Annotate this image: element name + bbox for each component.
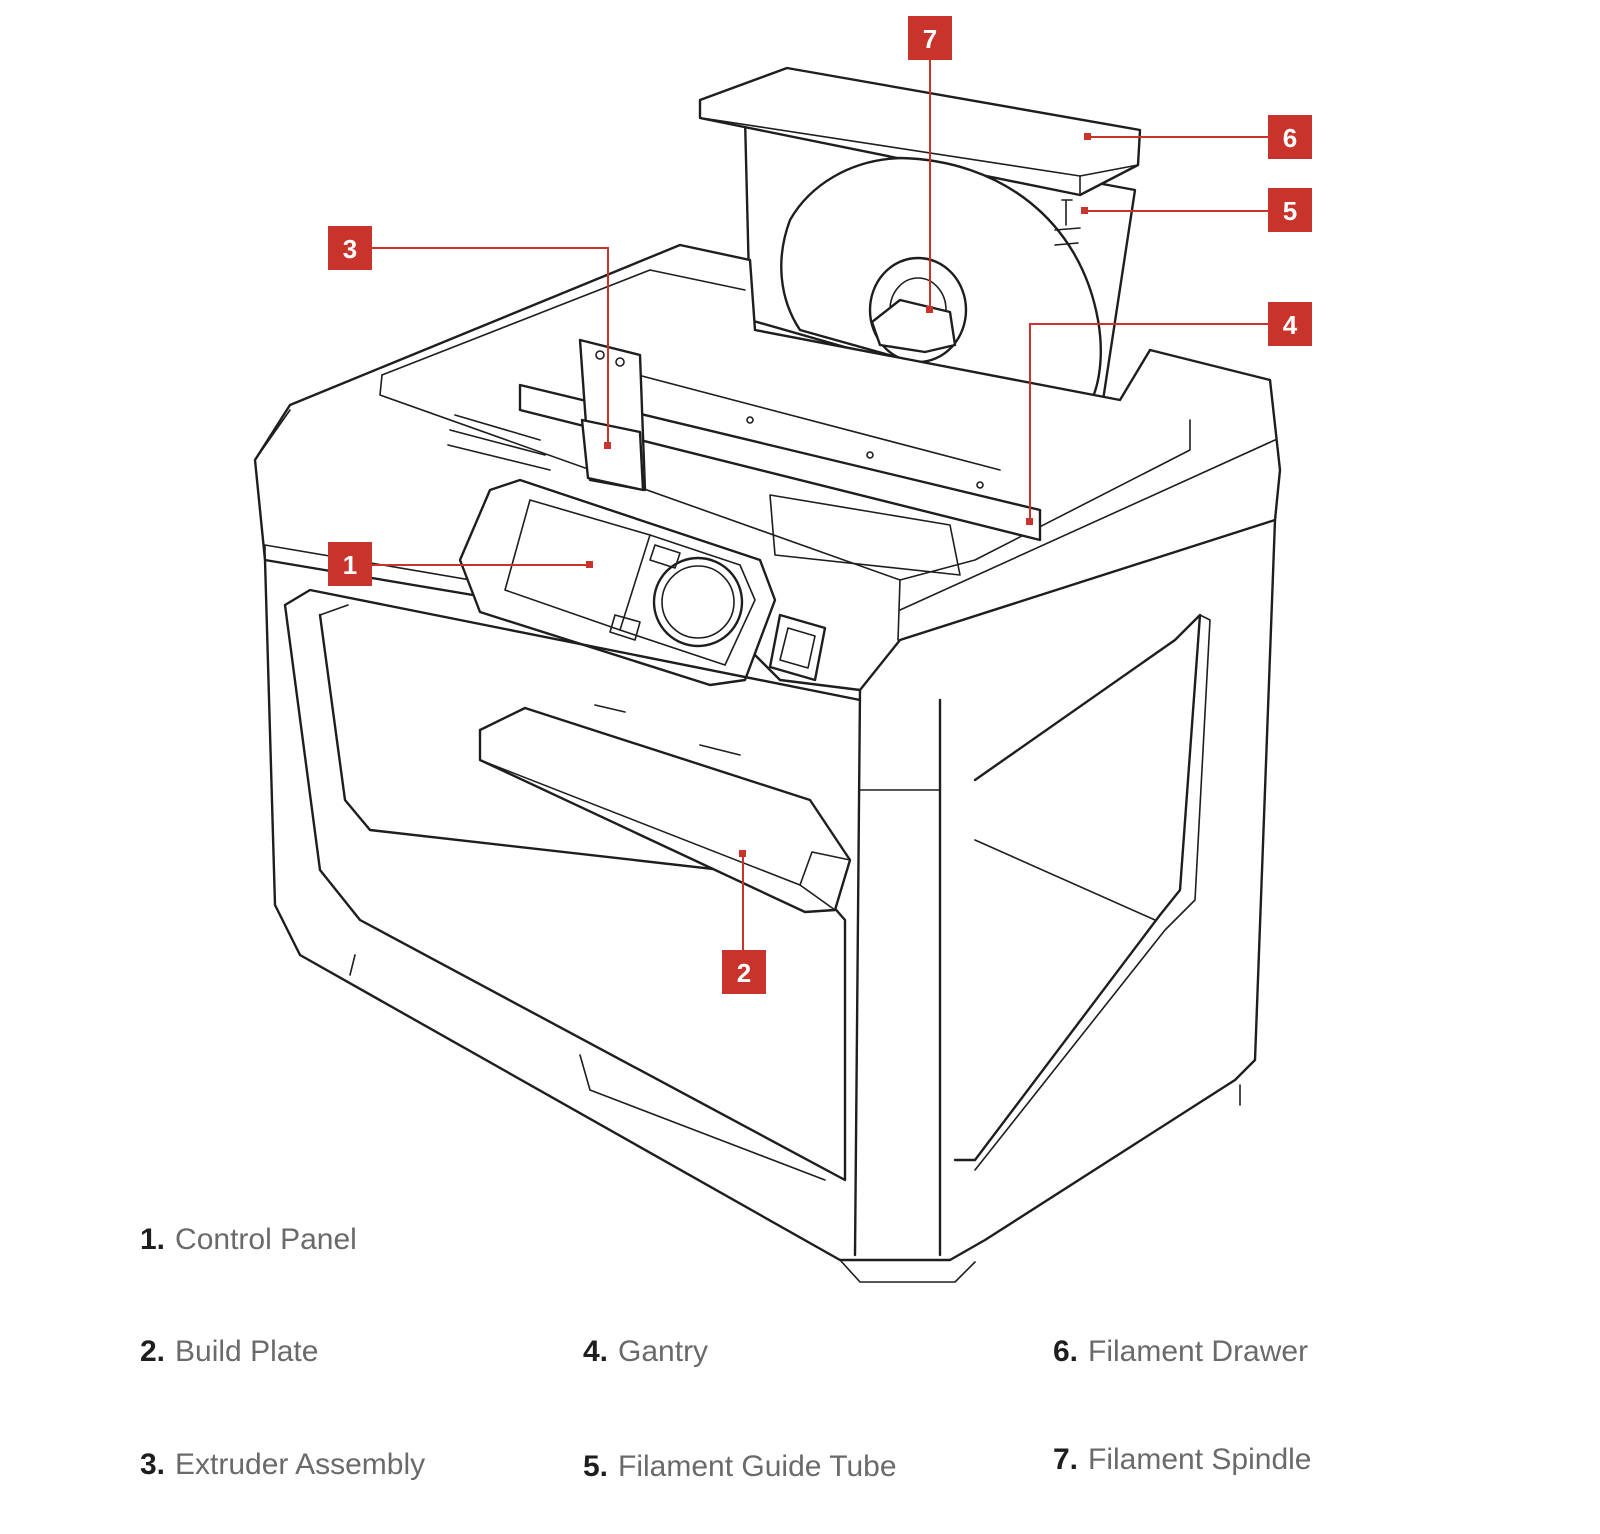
leader-3: [372, 247, 609, 446]
extruder-assembly: [447, 338, 647, 492]
svg-text:3: 3: [343, 234, 357, 264]
callout-badge-6: 6: [1268, 115, 1312, 159]
legend-number: 5.: [583, 1450, 609, 1483]
legend-item-2: 2. Build Plate: [140, 1335, 318, 1369]
gantry: [518, 364, 1042, 576]
legend-item-5: 5. Filament Guide Tube: [583, 1450, 897, 1484]
legend-number: 7.: [1053, 1443, 1079, 1476]
svg-text:7: 7: [923, 24, 937, 54]
filament-spool: [780, 156, 1102, 412]
legend-label: Filament Drawer: [1088, 1335, 1309, 1368]
legend-number: 1.: [140, 1223, 166, 1256]
legend-label: Filament Spindle: [1088, 1443, 1312, 1476]
legend-item-1: 1. Control Panel: [140, 1223, 357, 1257]
callout-badge-5: 5: [1268, 188, 1312, 232]
legend-item-4: 4. Gantry: [583, 1335, 708, 1369]
legend-label: Gantry: [618, 1335, 709, 1368]
printer-illustration: [253, 66, 1282, 1283]
legend-item-3: 3. Extruder Assembly: [140, 1448, 425, 1482]
legend-number: 4.: [583, 1335, 609, 1368]
legend-number: 6.: [1053, 1335, 1079, 1368]
legend-number: 3.: [140, 1448, 166, 1481]
legend-item-6: 6. Filament Drawer: [1053, 1335, 1308, 1369]
svg-text:1: 1: [343, 550, 357, 580]
svg-text:6: 6: [1283, 123, 1297, 153]
callout-badges: 1 2 3 4 5 6 7: [328, 16, 1312, 994]
svg-text:5: 5: [1283, 196, 1297, 226]
legend-number: 2.: [140, 1335, 166, 1368]
svg-text:2: 2: [737, 958, 751, 988]
legend-label: Filament Guide Tube: [618, 1450, 897, 1483]
svg-text:4: 4: [1283, 310, 1298, 340]
legend-label: Extruder Assembly: [175, 1448, 426, 1481]
legend-label: Build Plate: [175, 1335, 319, 1368]
legend-item-7: 7. Filament Spindle: [1053, 1443, 1311, 1477]
printer-frame: [263, 518, 1277, 1283]
callout-badge-1: 1: [328, 542, 372, 586]
leader-4: [1029, 323, 1268, 522]
callout-badge-3: 3: [328, 226, 372, 270]
legend-label: Control Panel: [175, 1223, 357, 1256]
callout-badge-7: 7: [908, 16, 952, 60]
callout-badge-2: 2: [722, 950, 766, 994]
control-panel: [458, 478, 827, 687]
callout-badge-4: 4: [1268, 302, 1312, 346]
callout-leaders: [368, 60, 1268, 950]
build-plate: [478, 704, 852, 914]
